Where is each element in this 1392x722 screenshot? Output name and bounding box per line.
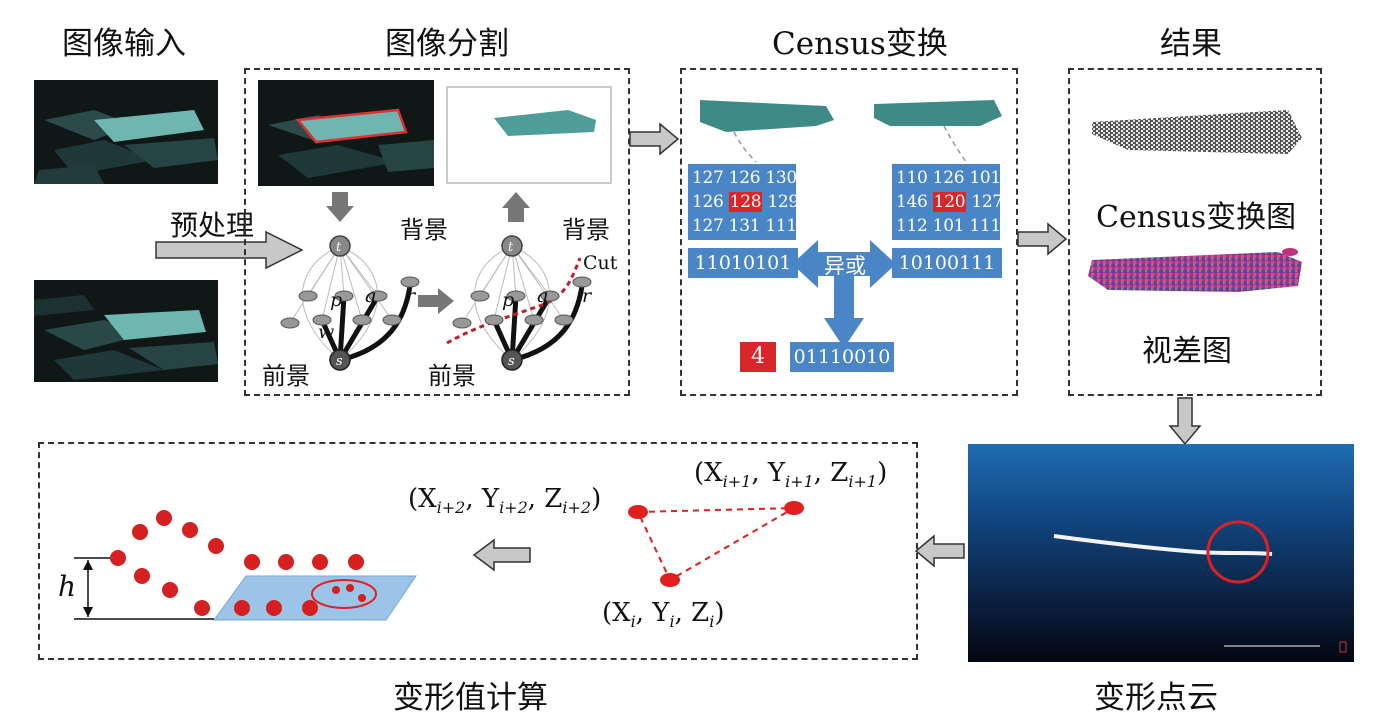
result-box [1068,68,1322,396]
xor-arrow [792,240,896,348]
cut-label: Cut [583,252,618,274]
census-box [680,68,1018,396]
segmented-object [494,110,596,136]
hamming-distance: 4 [740,342,776,372]
input-image-right [34,280,218,382]
graph-cut-diagram-1: t s p q r w [280,235,420,371]
preprocess-arrow [155,230,304,270]
disparity-map-label: 视差图 [1142,334,1232,369]
node-s-label-2: s [508,354,515,369]
deformation-point-cloud-image [968,444,1354,662]
census-left-code: 11010101 [688,248,798,278]
segmentation-source-image [258,80,434,186]
node-t-label-2: t [508,240,514,255]
xor-label: 异或 [824,254,866,278]
node-s-label-1: s [336,354,343,369]
left-matrix-center: 128 [728,192,763,212]
title-image-input: 图像输入 [62,26,186,62]
segmentation-result-image [446,86,612,184]
arrow-result-to-cloud [1168,397,1202,446]
segmentation-box [244,68,630,396]
graph-cut-diagram-2: t s p q r [446,235,593,371]
arrow-census-to-result [1017,222,1068,256]
title-deform-cloud: 变形点云 [1094,680,1218,716]
deformation-calc-diagram: h [58,510,417,621]
point-label-i2: (Xi+2, Yi+2, Zi+2) [408,484,602,518]
point-cloud-scene [1053,520,1347,653]
node-q-label-1: q [364,285,376,307]
left-matrix-row-0: 127 126 130 [692,168,797,188]
census-left-matrix: 127 126 130 126 128 129 127 131 111 [688,164,799,240]
down-arrow [326,192,354,222]
census-right-object [874,100,1002,163]
census-map-image [1092,110,1302,154]
census-left-object [700,100,834,163]
point-label-i: (Xi, Yi, Zi) [602,598,725,632]
arrow-cloud-to-points [914,534,965,568]
node-q-label-2: q [536,285,548,307]
node-w-label-1: w [318,321,334,343]
up-arrow [502,192,530,222]
foreground-label-1: 前景 [262,362,310,390]
right-matrix-row-1: 146 120 127 [896,192,1003,212]
title-census: Census变换 [772,26,948,62]
node-p-label-1: p [330,289,342,311]
right-matrix-row-2: 112 101 111 [896,216,1001,236]
node-t-label-1: t [336,240,342,255]
arrow-seg-to-census [629,122,680,156]
node-p-label-2: p [502,289,514,311]
preprocess-label: 预处理 [170,209,255,242]
segmentation-source-scene [258,80,434,186]
background-label-2: 背景 [562,216,610,244]
left-matrix-row-2: 127 131 111 [692,216,797,236]
title-deform-calc: 变形值计算 [393,680,548,716]
input-image-right-scene [34,280,218,382]
node-r-label-2: r [582,285,593,307]
title-segmentation: 图像分割 [385,26,509,62]
census-right-code: 10100111 [892,248,1002,278]
foreground-label-2: 前景 [428,362,476,390]
node-r-label-1: r [406,285,417,307]
deform-calc-box [38,442,918,660]
h-label: h [58,570,76,603]
left-matrix-row-1: 126 128 129 [692,192,799,212]
disparity-map-image [1088,248,1302,292]
title-result: 结果 [1160,26,1222,62]
point-label-i1: (Xi+1, Yi+1, Zi+1) [694,458,888,492]
right-matrix-center: 120 [932,192,967,212]
arrow-points-to-calc [472,538,531,572]
point-triangle [628,501,804,587]
census-xor-code: 01110010 [790,342,894,372]
census-right-matrix: 110 126 101 146 120 127 112 101 111 [892,164,1003,240]
input-image-left [34,80,218,184]
graph-transition-arrow [418,288,454,314]
right-matrix-row-0: 110 126 101 [896,168,1001,188]
input-image-left-scene [34,80,218,184]
census-map-label: Census变换图 [1096,200,1297,235]
background-label-1: 背景 [400,216,448,244]
